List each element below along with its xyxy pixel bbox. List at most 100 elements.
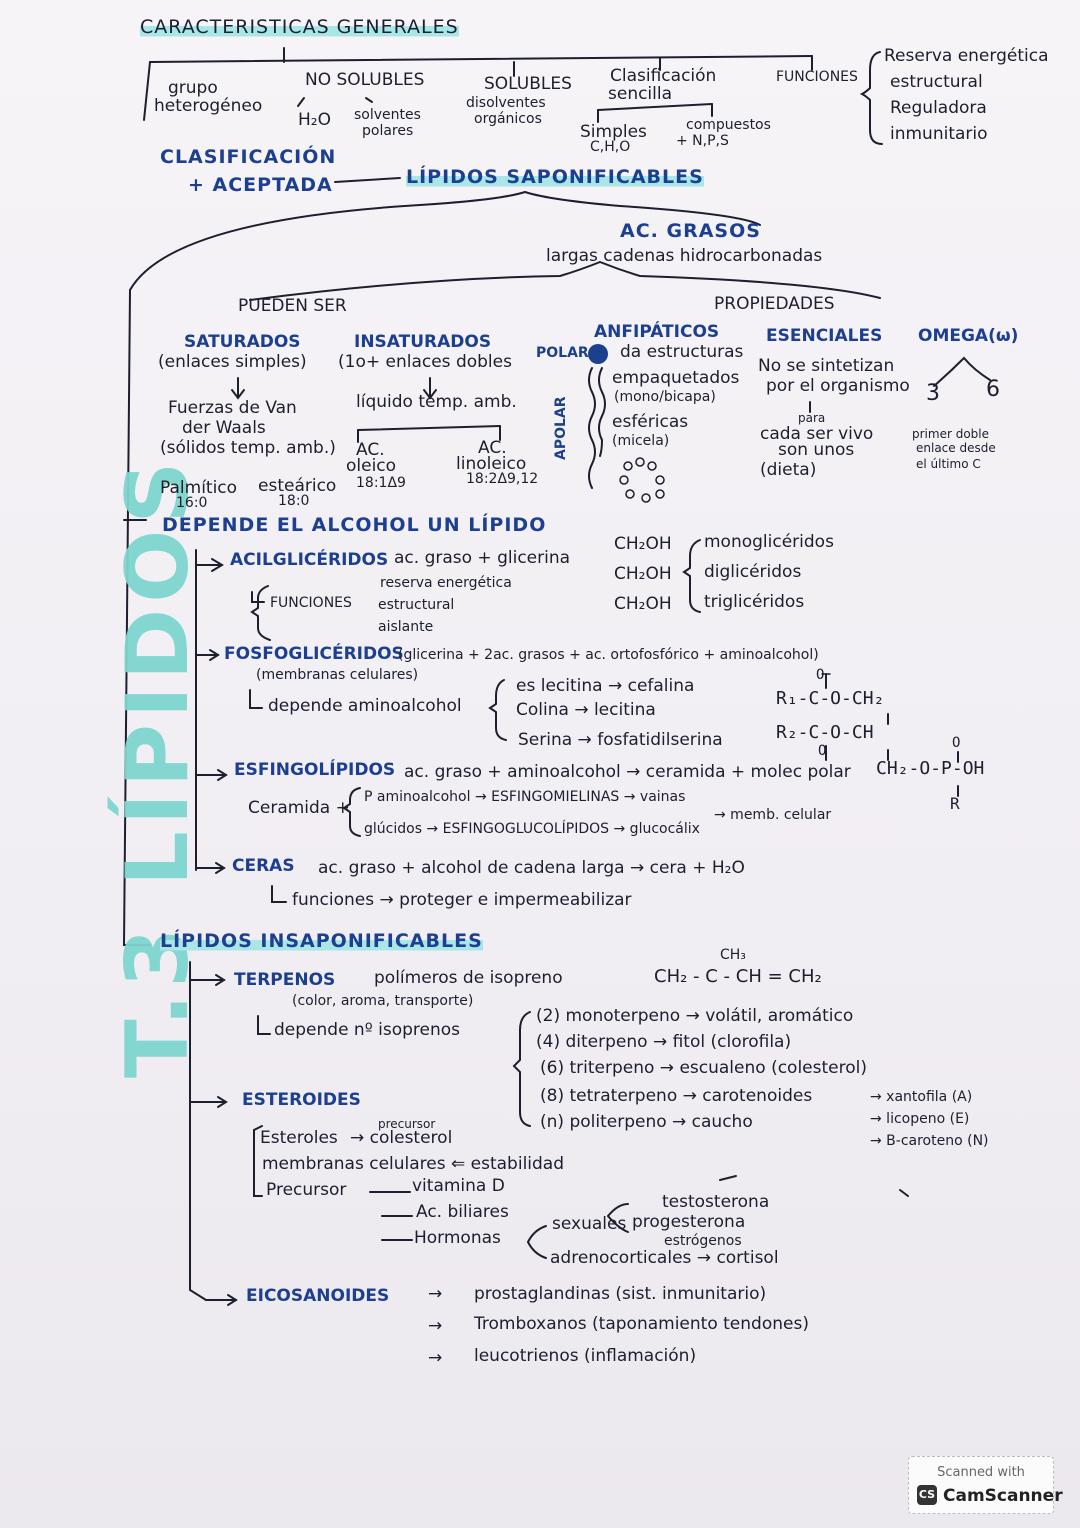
micela: (micela)	[612, 433, 670, 449]
eicosanoides: EICOSANOIDES	[246, 1286, 390, 1306]
ac-grasos: AC. GRASOS	[620, 220, 761, 242]
glicerol-3: CH₂OH	[614, 594, 672, 614]
sex-testosterona: testosterona	[662, 1192, 770, 1212]
funcion-4: inmunitario	[890, 124, 988, 144]
para: para	[798, 411, 826, 425]
precursor-small: precursor	[378, 1117, 436, 1131]
formula-r: R	[950, 794, 960, 813]
fuerzas-2: der Waals	[182, 418, 266, 438]
terpenos-desc: polímeros de isopreno	[374, 968, 563, 988]
amino-2: Colina → lecitina	[516, 700, 656, 720]
cada-ser-2: son unos	[778, 440, 855, 460]
clasificacion-sencilla-1: Clasificación	[610, 66, 717, 86]
ceramida-2: glúcidos → ESFINGOGLUCOLÍPIDOS → glucocá…	[364, 821, 700, 837]
badge-line1: Scanned with	[937, 1465, 1025, 1480]
simples: Simples	[580, 122, 647, 142]
no-solubles: NO SOLUBLES	[305, 70, 425, 90]
esteroles: Esteroles	[260, 1128, 338, 1148]
glic-tri: triglicéridos	[704, 592, 805, 612]
prec-hormonas: Hormonas	[414, 1228, 501, 1248]
depende-isoprenos: depende nº isoprenos	[274, 1020, 460, 1040]
eico-arrow-3: →	[428, 1348, 443, 1368]
polar-label: POLAR	[536, 345, 589, 361]
disolventes-2: orgánicos	[474, 111, 542, 127]
insaturados: INSATURADOS	[354, 332, 492, 352]
eico-arrow-1: →	[428, 1284, 443, 1304]
no-sintetizan-1: No se sintetizan	[758, 356, 895, 376]
chno: C,H,O	[590, 139, 631, 155]
estearico-n: 18:0	[278, 493, 310, 509]
no-sintetizan-2: por el organismo	[766, 376, 910, 396]
insaponificables-title: LÍPIDOS INSAPONIFICABLES	[160, 930, 483, 952]
funcion-3: Reguladora	[890, 98, 987, 118]
ceras: CERAS	[232, 856, 295, 876]
palmitico: Palmítico	[160, 478, 238, 498]
amino-1: es lecitina → cefalina	[516, 676, 695, 696]
ac-label-1: AC.	[356, 440, 385, 460]
carot-3: → B-caroteno (N)	[870, 1133, 989, 1149]
clasificacion-line1: CLASIFICACIÓN	[160, 146, 337, 168]
npc: + N,P,S	[676, 133, 729, 149]
solventes-2: polares	[362, 123, 414, 139]
omega: OMEGA(ω)	[918, 326, 1019, 346]
funcion-2: estructural	[890, 72, 983, 92]
formula-r3: CH₂-O-P-OH	[876, 758, 985, 779]
color-aroma: (color, aroma, transporte)	[292, 993, 474, 1009]
funcion-1: Reserva energética	[884, 46, 1049, 66]
estearico: esteárico	[258, 476, 337, 496]
formula-o-top: O	[816, 667, 825, 683]
sex-progesterona: progesterona	[632, 1212, 746, 1232]
ceras-desc: ac. graso + alcohol de cadena larga → ce…	[318, 858, 745, 878]
acilgliceridos: ACILGLICÉRIDOS	[230, 550, 389, 570]
glicerol-2: CH₂OH	[614, 564, 672, 584]
pueden-ser: PUEDEN SER	[238, 296, 347, 316]
mono-bicapa: (mono/bicapa)	[614, 389, 716, 405]
eico-2: Tromboxanos (taponamiento tendones)	[474, 1314, 809, 1334]
colesterol: → colesterol	[350, 1128, 453, 1148]
primer-doble-3: el último C	[916, 457, 981, 471]
clasificacion-sencilla-2: sencilla	[608, 84, 673, 104]
depende-title: DEPENDE EL ALCOHOL UN LÍPIDO	[162, 514, 547, 536]
formula-r1: R₁-C-O-CH₂	[776, 688, 885, 709]
grupo-line2: heterogéneo	[154, 96, 263, 116]
empaquetados: empaquetados	[612, 368, 740, 388]
omega-3: 3	[926, 381, 940, 406]
palmitico-n: 16:0	[176, 495, 208, 511]
funciones-label: FUNCIONES	[776, 69, 858, 85]
clasificacion-line2: + ACEPTADA	[188, 174, 333, 196]
solubles: SOLUBLES	[484, 74, 572, 94]
esenciales: ESENCIALES	[766, 326, 883, 346]
ceramida: Ceramida +	[248, 798, 350, 818]
glic-di: diglicéridos	[704, 562, 802, 582]
terp-1: (2) monoterpeno → volátil, aromático	[536, 1006, 854, 1026]
badge-line2: CamScanner	[943, 1486, 1063, 1506]
largas-cadenas: largas cadenas hidrocarbonadas	[546, 246, 823, 266]
acil-func-1: reserva energética	[380, 575, 512, 591]
formula-o-p: O	[952, 735, 961, 751]
grupo-line1: grupo	[168, 78, 218, 98]
glic-mono: monoglicéridos	[704, 532, 834, 552]
membranas-celulares: (membranas celulares)	[256, 667, 419, 683]
omega-6: 6	[986, 377, 1000, 402]
membranas-estabilidad: membranas celulares ⇐ estabilidad	[262, 1154, 565, 1174]
cada-ser-1: cada ser vivo	[760, 424, 874, 444]
compuestos: compuestos	[686, 117, 771, 133]
depende-amino: depende aminoalcohol	[268, 696, 462, 716]
fosfogliceridos: FOSFOGLICÉRIDOS	[224, 644, 404, 664]
prec-vitamina: vitamina D	[412, 1176, 505, 1196]
carot-2: → licopeno (E)	[870, 1111, 970, 1127]
camscanner-badge: Scanned with CS CamScanner	[908, 1456, 1063, 1514]
esfingo-desc: ac. graso + aminoalcohol → ceramida + mo…	[404, 762, 851, 782]
carot-1: → xantofila (A)	[870, 1089, 973, 1105]
ceramida-1: P aminoalcohol → ESFINGOMIELINAS → vaina…	[364, 789, 686, 805]
linoleico: linoleico	[456, 454, 527, 474]
solventes-1: solventes	[354, 107, 421, 123]
saponificables-title: LÍPIDOS SAPONIFICABLES	[406, 166, 704, 188]
liquido: líquido temp. amb.	[356, 392, 517, 412]
polar-head-icon	[588, 344, 608, 364]
da-estructuras: da estructuras	[620, 342, 744, 362]
acil-func-2: estructural	[378, 597, 455, 613]
acil-desc: ac. graso + glicerina	[394, 548, 571, 568]
